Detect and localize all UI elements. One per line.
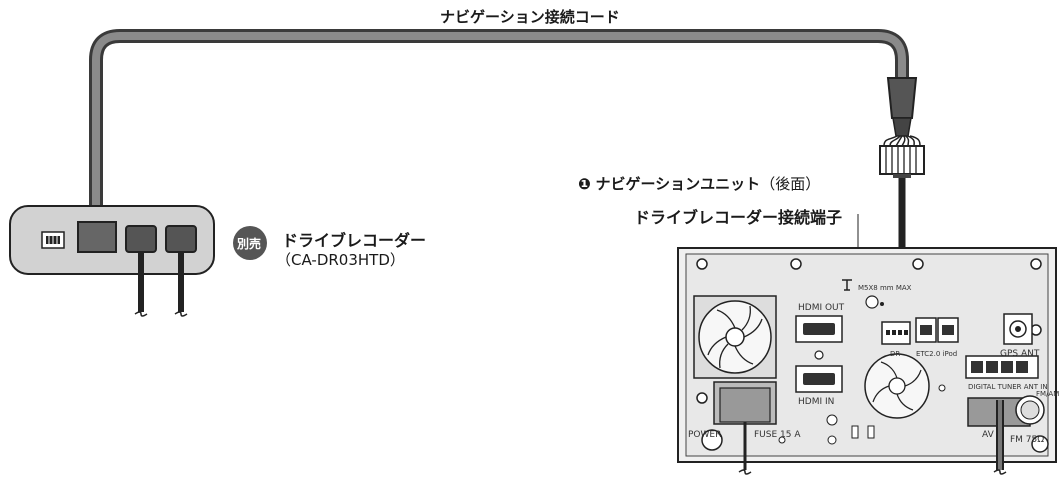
port-label: ドライブレコーダー接続端子	[634, 208, 843, 227]
nav-unit-heading: ❶ ナビゲーションユニット（後面）	[578, 173, 820, 194]
screw-note-label: M5X8 mm MAX	[858, 284, 912, 292]
digital-tuner-label: DIGITAL TUNER ANT IN	[968, 383, 1048, 391]
badge-text: 別売	[237, 237, 262, 251]
nav-unit-suffix: （後面）	[760, 175, 821, 193]
recorder-name: ドライブレコーダー	[282, 231, 427, 250]
navigation-unit-rear-panel	[677, 247, 1057, 475]
navigation-cable	[89, 29, 909, 235]
power-label: POWER	[688, 430, 721, 440]
dr-label: DR	[890, 350, 900, 358]
nav-unit-number: ❶	[578, 175, 591, 193]
etc-ipod-label: ETC2.0 iPod	[916, 350, 957, 358]
fuse-label: FUSE 15 A	[754, 430, 801, 440]
cable-label: ナビゲーション接続コード	[440, 8, 620, 26]
sold-separately-badge	[233, 226, 267, 260]
nav-unit-title: ナビゲーションユニット	[595, 175, 761, 193]
gps-ant-label: GPS ANT	[1000, 349, 1040, 359]
drive-recorder	[9, 205, 215, 317]
hdmi-out-label: HDMI OUT	[798, 303, 845, 313]
hdmi-in-label: HDMI IN	[798, 397, 834, 407]
cable-connector	[879, 77, 925, 178]
av-label: AV	[982, 430, 995, 440]
fm75-label: FM 75Ω	[1010, 435, 1044, 445]
recorder-model: （CA-DR03HTD）	[276, 251, 405, 269]
fm-am-ant-label: FM/AM ANT	[1036, 390, 1060, 398]
